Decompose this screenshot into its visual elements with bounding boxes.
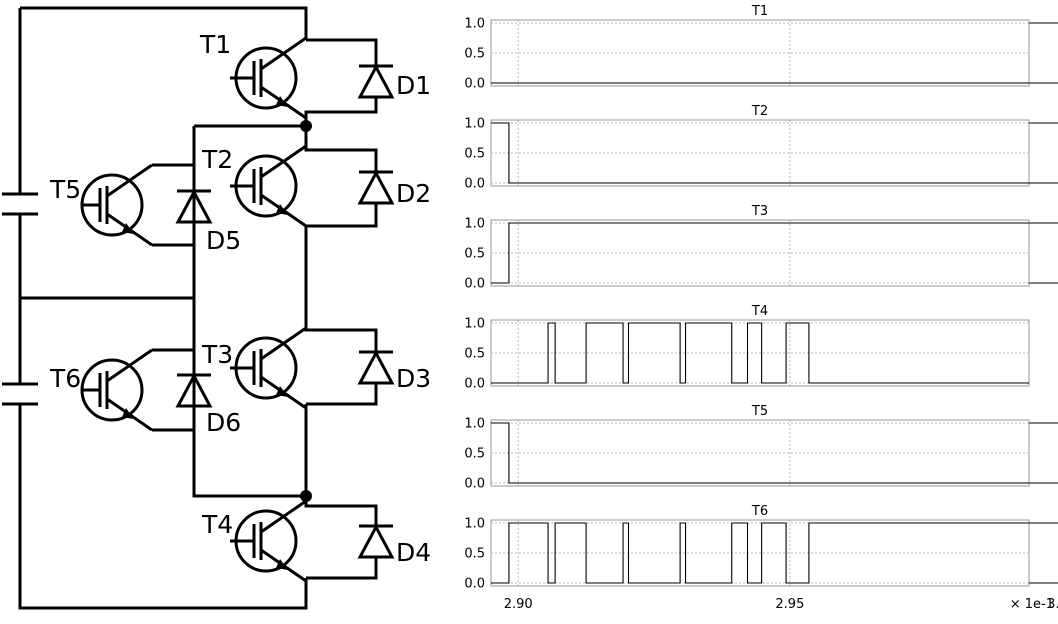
y-tick-label: 0.0 [464,177,485,192]
x-tick-label: 3.00 [1047,597,1058,612]
junction-upper [300,120,312,132]
plot-title: T3 [751,204,768,219]
label-d1: D1 [396,71,431,100]
plot-title: T4 [751,304,768,319]
label-t3: T3 [201,340,233,369]
plot-title: T5 [751,404,768,419]
junction-lower [300,490,312,502]
capacitor-upper [2,192,38,216]
transistor-t4 [230,499,308,583]
plot-panel-t4: T4 0.0 0.5 1.0 [464,304,1030,392]
diode-d2 [357,170,395,205]
transistor-t1 [230,36,308,120]
plot-title: T1 [751,4,768,19]
plot-frame [490,419,1030,487]
plot-title: T6 [751,504,768,519]
y-tick-label: 1.0 [464,117,485,132]
y-tick-label: 1.0 [464,317,485,332]
diode-d1 [357,64,395,99]
plot-frame [490,119,1030,187]
y-tick-label: 0.5 [464,47,485,62]
x-tick-label: 2.90 [504,597,533,612]
label-d5: D5 [206,226,241,255]
y-tick-label: 0.5 [464,147,485,162]
label-t6: T6 [49,364,81,393]
transistor-t3 [230,326,308,410]
x-tick-label: 2.95 [775,597,804,612]
label-t1: T1 [199,30,231,59]
plot-frame [490,219,1030,287]
transistor-t2 [230,144,308,228]
transistor-t6 [80,348,154,432]
switching-signal-plots: T10.00.51.0T20.00.51.0T30.00.51.0T40.00.… [464,4,1058,612]
y-tick-label: 0.0 [464,477,485,492]
plot-panel-t1: T1 0.0 0.5 1.0 [464,4,1058,92]
y-tick-label: 0.0 [464,577,485,592]
label-d6: D6 [206,408,241,437]
plot-title: T2 [751,104,768,119]
y-tick-label: 1.0 [464,517,485,532]
label-t4: T4 [201,510,233,539]
y-tick-label: 0.0 [464,277,485,292]
y-tick-label: 0.5 [464,347,485,362]
y-tick-label: 0.0 [464,77,485,92]
signal-t4 [491,322,1029,384]
label-t5: T5 [49,175,81,204]
transistor-t5 [80,163,154,247]
y-tick-label: 0.5 [464,247,485,262]
y-tick-label: 0.0 [464,377,485,392]
label-d2: D2 [396,179,431,208]
signal-t6 [491,522,1058,584]
label-d3: D3 [396,364,431,393]
plot-panel-t5: T5 0.0 0.5 1.0 [464,404,1058,492]
y-tick-label: 0.5 [464,547,485,562]
y-tick-label: 1.0 [464,217,485,232]
signal-t3 [491,222,1058,284]
plot-frame [490,319,1030,387]
diode-d3 [357,350,395,385]
x-axis-multiplier: × 1e-1 [1010,597,1054,612]
capacitor-lower [2,382,38,406]
label-d4: D4 [396,538,431,567]
diode-d4 [357,524,395,559]
plot-panel-t3: T3 0.0 0.5 1.0 [464,204,1058,292]
y-tick-label: 1.0 [464,417,485,432]
y-tick-label: 1.0 [464,17,485,32]
plot-frame [490,19,1030,87]
plot-panel-t2: T2 0.0 0.5 1.0 [464,104,1058,192]
signal-t2 [491,122,1058,184]
plot-panel-t6: T6 0.0 0.5 1.0 [464,504,1058,592]
y-tick-label: 0.5 [464,447,485,462]
label-t2: T2 [201,145,233,174]
inverter-circuit-diagram: T1 D1 T2 D2 T5 D5 T3 D3 T6 D6 T4 D4 [2,6,431,610]
plot-frame [490,519,1030,587]
